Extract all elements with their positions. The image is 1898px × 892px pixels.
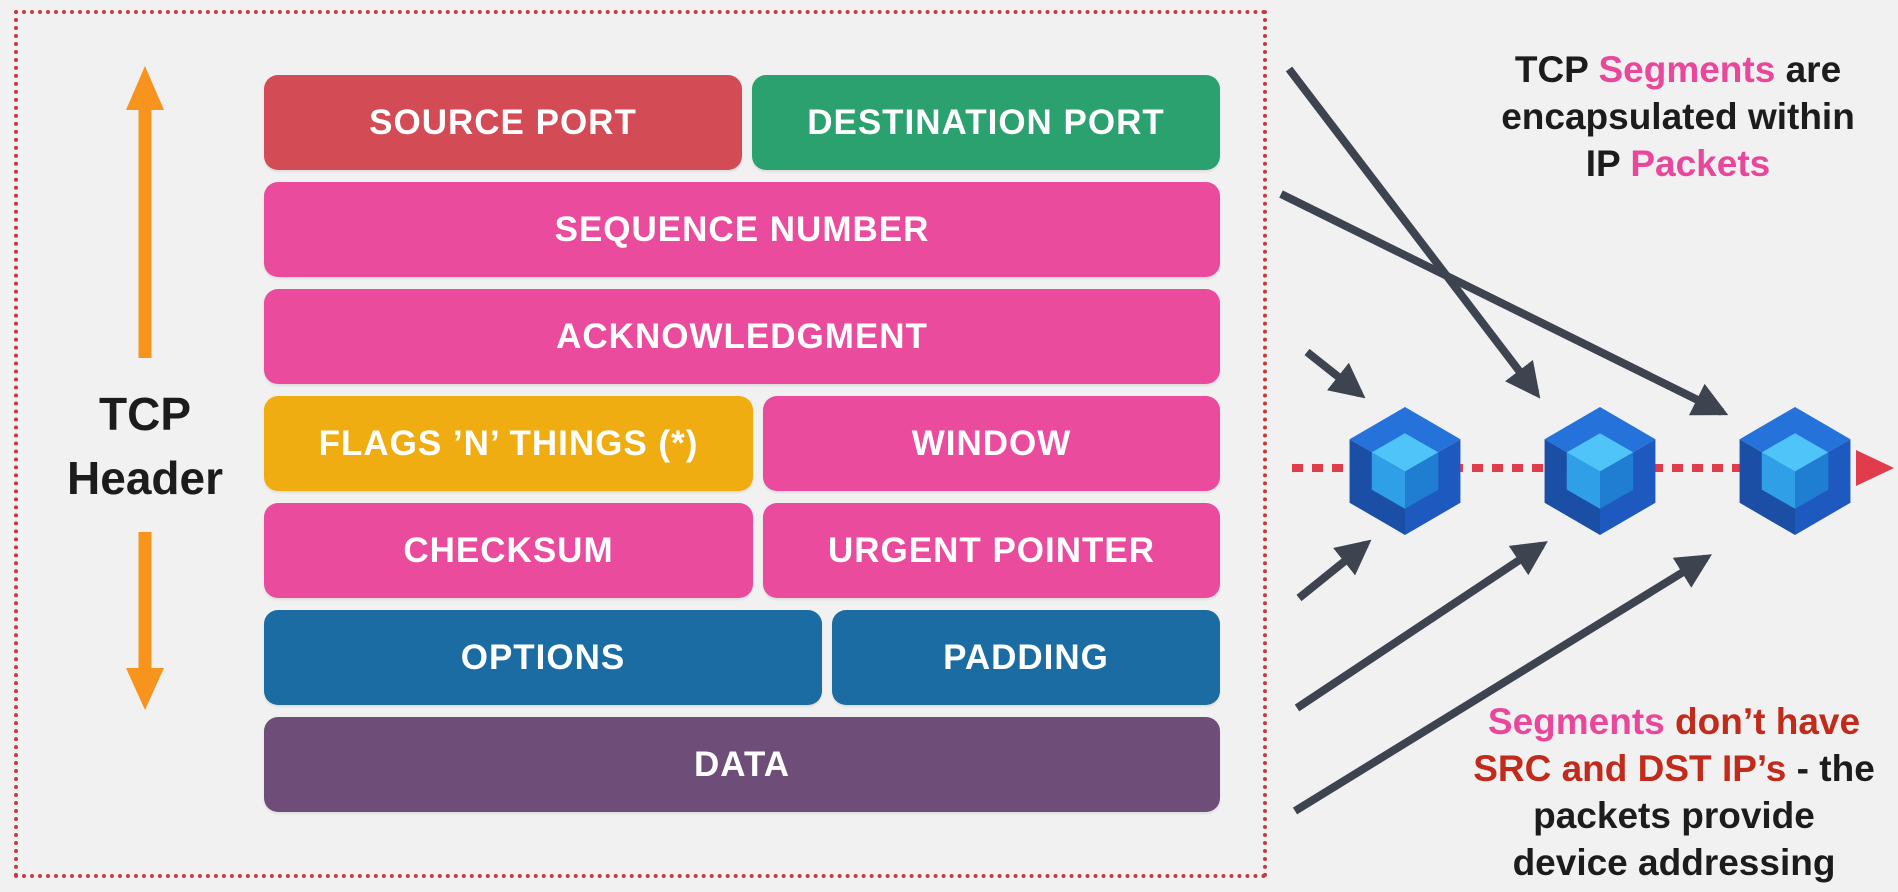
- note-text: Packets: [1630, 143, 1771, 184]
- note-text: IP: [1585, 143, 1631, 184]
- field-destination-port: DESTINATION PORT: [752, 75, 1220, 170]
- tcp-header-label-line2: Header: [67, 452, 223, 504]
- field-row-ports: SOURCE PORT DESTINATION PORT: [264, 75, 1220, 170]
- header-span-arrows: [126, 66, 164, 710]
- field-source-port: SOURCE PORT: [264, 75, 742, 170]
- arrow-up-icon: [126, 66, 164, 358]
- note-text: encapsulated within: [1501, 96, 1855, 137]
- note-text: Segments: [1598, 49, 1776, 90]
- note-text: are: [1775, 49, 1842, 90]
- note-text: SRC and DST IP’s: [1473, 748, 1787, 789]
- field-row-data: DATA: [264, 717, 1220, 812]
- field-options: OPTIONS: [264, 610, 822, 705]
- encapsulation-arrow: [1296, 539, 1372, 602]
- note-text: TCP: [1514, 49, 1599, 90]
- note-text: Segments: [1487, 701, 1665, 742]
- packet-flow-arrowhead-icon: [1856, 450, 1894, 486]
- note-line: device addressing: [1450, 839, 1898, 886]
- field-urgent-pointer: URGENT POINTER: [763, 503, 1220, 598]
- encapsulation-note: TCP Segments are encapsulated within IP …: [1458, 46, 1898, 187]
- note-line: packets provide: [1450, 792, 1898, 839]
- field-row-checksum-urgent: CHECKSUM URGENT POINTER: [264, 503, 1220, 598]
- encapsulation-arrow: [1294, 541, 1548, 712]
- field-row-options-padding: OPTIONS PADDING: [264, 610, 1220, 705]
- field-flags: FLAGS ’N’ THINGS (*): [264, 396, 753, 491]
- tcp-header-field-grid: SOURCE PORT DESTINATION PORT SEQUENCE NU…: [264, 75, 1220, 812]
- field-acknowledgment: ACKNOWLEDGMENT: [264, 289, 1220, 384]
- field-sequence-number: SEQUENCE NUMBER: [264, 182, 1220, 277]
- ip-packet-cube-icon: [1544, 407, 1656, 535]
- note-text: packets provide: [1533, 795, 1815, 836]
- field-data: DATA: [264, 717, 1220, 812]
- addressing-note: Segments don’t have SRC and DST IP’s - t…: [1450, 698, 1898, 886]
- field-window: WINDOW: [763, 396, 1220, 491]
- field-row-flags-window: FLAGS ’N’ THINGS (*) WINDOW: [264, 396, 1220, 491]
- note-line: Segments don’t have: [1450, 698, 1898, 745]
- note-line: TCP Segments are: [1458, 46, 1898, 93]
- field-padding: PADDING: [832, 610, 1220, 705]
- note-text: device addressing: [1512, 842, 1836, 883]
- ip-packet-cube-icon: [1349, 407, 1461, 535]
- note-line: encapsulated within: [1458, 93, 1898, 140]
- note-text: - the: [1786, 748, 1875, 789]
- encapsulation-arrow: [1304, 348, 1366, 399]
- field-checksum: CHECKSUM: [264, 503, 753, 598]
- field-row-acknowledgment: ACKNOWLEDGMENT: [264, 289, 1220, 384]
- arrow-down-icon: [126, 532, 164, 710]
- tcp-header-label-line1: TCP: [99, 388, 191, 440]
- encapsulation-arrow: [1279, 190, 1729, 416]
- ip-packet-cube-icon: [1739, 407, 1851, 535]
- tcp-header-label: TCP Header: [25, 382, 265, 510]
- field-row-sequence: SEQUENCE NUMBER: [264, 182, 1220, 277]
- note-text: don’t have: [1664, 701, 1861, 742]
- note-line: IP Packets: [1458, 140, 1898, 187]
- note-line: SRC and DST IP’s - the: [1450, 745, 1898, 792]
